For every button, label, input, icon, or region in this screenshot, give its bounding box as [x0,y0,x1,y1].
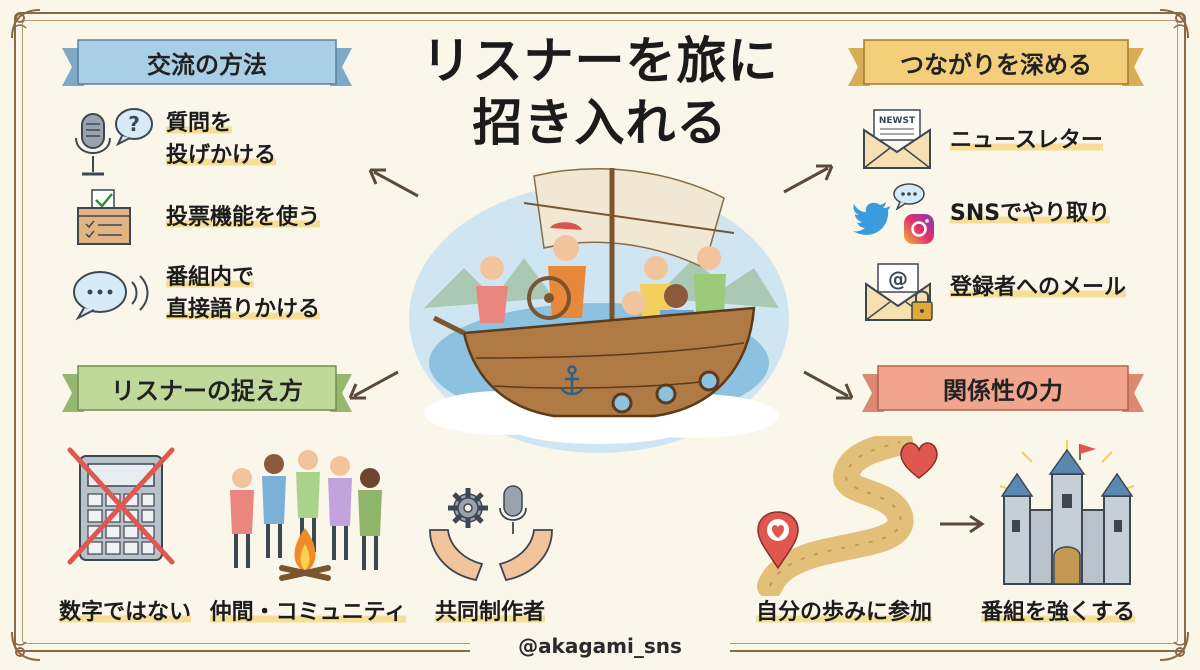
microphone-icon [72,110,116,186]
newsletter-envelope-icon: NEWST [862,108,932,174]
castle-icon [992,440,1142,594]
arrow-icon [366,164,422,204]
twitter-icon [852,200,892,240]
calculator-crossed-icon [66,446,176,570]
exchange-item-question-line1: 質問を [166,111,233,136]
title-line-2: 招き入れる [472,94,728,152]
hands-gear-mic-icon [426,482,556,590]
arrow-icon [800,368,856,408]
listener-caption-not-numbers-text: 数字ではない [58,600,191,625]
speech-bubble-icon [70,268,154,326]
corner-ornament-icon [8,628,44,664]
relationship-caption-stronger: 番組を強くする [968,594,1148,626]
relationship-caption-journey-text: 自分の歩みに参加 [755,600,932,625]
exchange-item-direct-line2: 直接語りかける [166,297,321,322]
relationship-caption-journey: 自分の歩みに参加 [744,594,944,626]
banner-deepen-label: つながりを深める [900,50,1092,79]
listener-caption-community-text: 仲間・コミュニティ [209,600,407,625]
email-lock-icon: @ [864,262,940,330]
exchange-item-direct: 番組内で 直接語りかける [166,262,321,326]
listener-caption-not-numbers: 数字ではない [40,594,210,626]
arrow-icon [938,512,986,540]
deepen-item-newsletter: ニュースレター [950,125,1103,157]
exchange-item-poll-line1: 投票機能を使う [166,205,321,230]
deepen-item-email-line1: 登録者へのメール [950,275,1127,300]
deepen-item-sns: SNSでやり取り [950,198,1111,230]
title-line-1: リスナーを旅に [421,32,779,90]
arrow-icon [780,160,836,200]
campfire-people-icon [220,448,390,592]
listener-caption-co-creator-text: 共同制作者 [434,600,545,625]
newsletter-icon-text: NEWST [879,116,916,126]
instagram-icon [902,212,936,250]
corner-ornament-icon [1156,6,1192,42]
arrow-icon [346,368,402,408]
banner-relationship: 関係性の力 [862,364,1144,420]
exchange-item-poll: 投票機能を使う [166,202,321,234]
deepen-item-newsletter-line1: ニュースレター [950,128,1103,153]
banner-deepen: つながりを深める [848,38,1144,94]
banner-listener-view: リスナーの捉え方 [62,364,352,420]
corner-ornament-icon [8,6,44,42]
footer-handle: @akagami_sns [470,634,730,664]
deepen-item-sns-line1: SNSでやり取り [950,201,1111,226]
ship-icon [404,158,794,462]
ballot-box-icon [74,188,138,252]
exchange-item-question: 質問を 投げかける [166,108,277,172]
exchange-item-question-line2: 投げかける [166,143,277,168]
svg-text:?: ? [128,112,140,136]
winding-path-icon [750,429,950,600]
listener-caption-community: 仲間・コミュニティ [208,594,408,626]
corner-ornament-icon [1156,628,1192,664]
banner-exchange: 交流の方法 [62,38,352,94]
svg-text:@: @ [888,267,908,291]
banner-relationship-label: 関係性の力 [943,376,1063,405]
listener-caption-co-creator: 共同制作者 [420,594,560,626]
location-pin-icon [756,510,800,574]
heart-icon [896,440,942,484]
chat-bubble-icon [892,182,926,214]
question-bubble-icon: ? [112,106,156,150]
relationship-caption-stronger-text: 番組を強くする [980,600,1135,625]
banner-listener-view-label: リスナーの捉え方 [111,376,303,405]
page-title: リスナーを旅に 招き入れる [395,30,805,154]
banner-exchange-label: 交流の方法 [147,50,267,79]
exchange-item-direct-line1: 番組内で [166,265,255,290]
deepen-item-email: 登録者へのメール [950,272,1127,304]
